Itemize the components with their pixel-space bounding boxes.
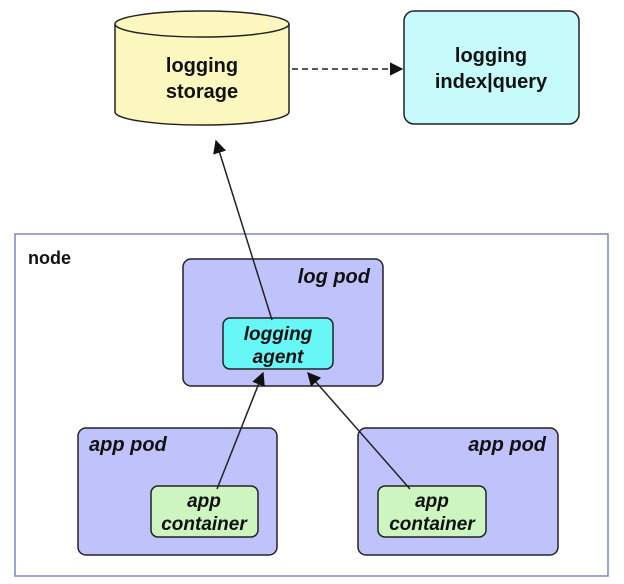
app-container-right: app container — [377, 485, 487, 538]
index-query-label-line2: index|query — [435, 71, 548, 93]
index-query-label-line1: logging — [455, 45, 527, 67]
arrow-left-container-to-agent — [216, 371, 265, 490]
node-label: node — [28, 248, 71, 268]
arrow-right-container-to-agent — [307, 371, 411, 490]
app-container-left: app container — [150, 485, 259, 538]
storage-label-line2: storage — [166, 81, 238, 103]
logging-agent-label-line1: logging — [244, 324, 313, 345]
storage-cylinder-body — [114, 24, 290, 126]
logging-index-query-box: logging index|query — [403, 10, 580, 125]
app-container-left-label-line1: app — [187, 491, 221, 512]
app-container-right-label-line1: app — [415, 491, 449, 512]
arrow-agent-to-storage — [213, 139, 273, 321]
app-container-right-label-line2: container — [389, 514, 476, 535]
app-pod-right-label: app pod — [468, 434, 547, 456]
storage-label-line1: logging — [166, 55, 238, 77]
log-pod-label: log pod — [298, 266, 371, 288]
logging-agent-label-line2: agent — [253, 347, 304, 368]
app-container-left-label-line2: container — [161, 514, 248, 535]
storage-cylinder-top — [114, 10, 290, 38]
logging-agent-rect — [222, 317, 334, 370]
app-pod-left-label: app pod — [89, 434, 168, 456]
app-container-left-rect — [150, 485, 259, 538]
app-container-right-rect — [377, 485, 487, 538]
logging-agent: logging agent — [222, 317, 334, 370]
index-query-rect — [403, 10, 580, 125]
logging-storage-cylinder: logging storage — [114, 10, 290, 126]
